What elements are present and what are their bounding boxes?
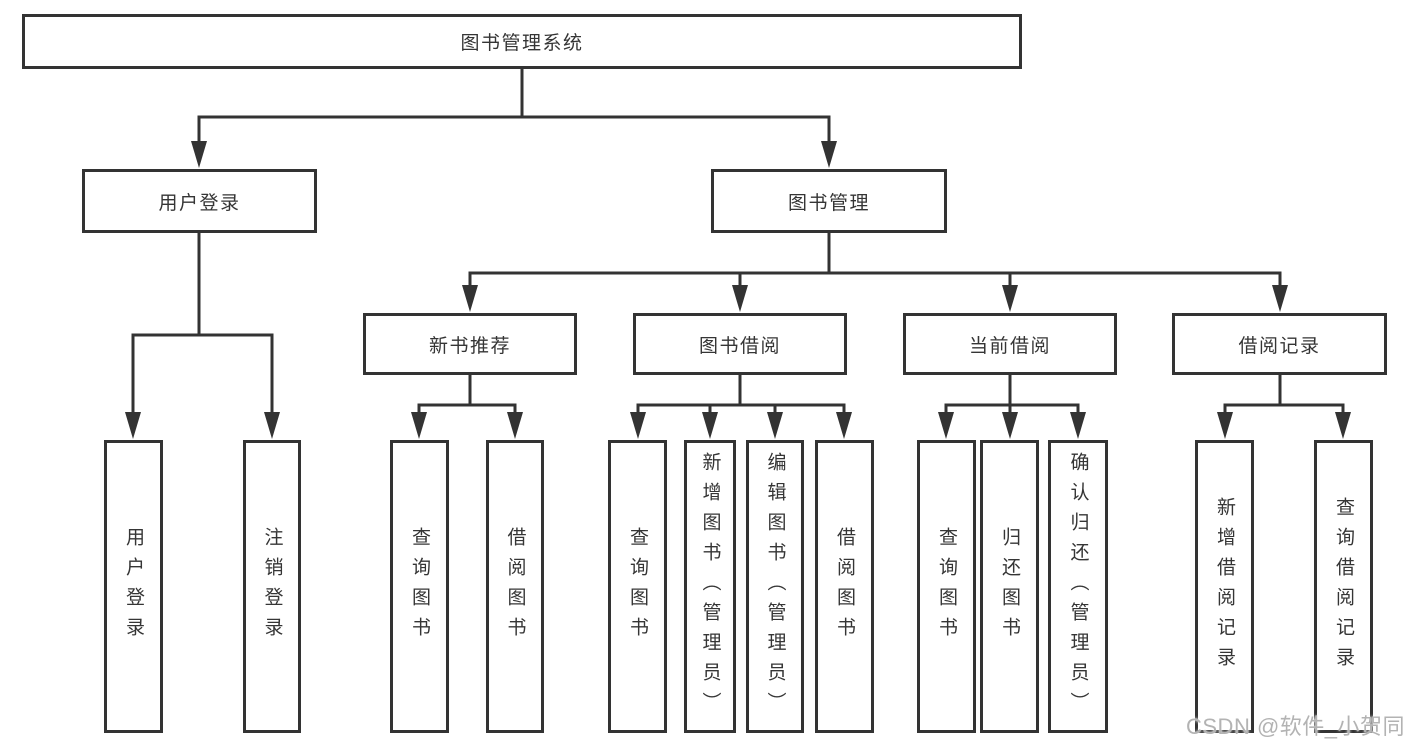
node-br-query-record: 查询借阅记录 <box>1314 440 1373 733</box>
csdn-watermark: CSDN @软件_小贺同学 <box>1186 714 1405 739</box>
node-bb-add-books-admin: 新增图书（管理员） <box>684 440 736 733</box>
node-user-login: 用户登录 <box>82 169 317 233</box>
node-current-borrowing: 当前借阅 <box>903 313 1117 375</box>
node-new-book-recommend: 新书推荐 <box>363 313 577 375</box>
node-user-login-leaf: 用户登录 <box>104 440 163 733</box>
node-borrowing-records: 借阅记录 <box>1172 313 1387 375</box>
node-bb-borrow-books: 借阅图书 <box>815 440 874 733</box>
node-book-borrowing: 图书借阅 <box>633 313 847 375</box>
node-cb-query-books: 查询图书 <box>917 440 976 733</box>
node-nb-borrow-books: 借阅图书 <box>486 440 544 733</box>
node-br-add-record: 新增借阅记录 <box>1195 440 1254 733</box>
node-bb-edit-books-admin: 编辑图书（管理员） <box>746 440 804 733</box>
node-cb-return-books: 归还图书 <box>980 440 1039 733</box>
node-nb-query-books: 查询图书 <box>390 440 449 733</box>
node-bb-query-books: 查询图书 <box>608 440 667 733</box>
node-book-management: 图书管理 <box>711 169 947 233</box>
node-root: 图书管理系统 <box>22 14 1022 69</box>
node-cb-confirm-return-admin: 确认归还（管理员） <box>1048 440 1108 733</box>
node-logout-leaf: 注销登录 <box>243 440 301 733</box>
arrowheads <box>125 141 1351 439</box>
